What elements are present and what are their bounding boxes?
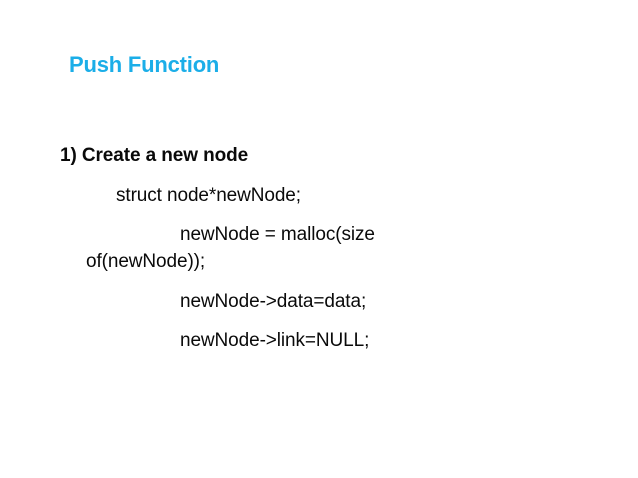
slide-body: 1) Create a new node struct node*newNode… <box>0 143 638 354</box>
code-line-malloc-part1: newNode = malloc(size <box>180 224 375 246</box>
code-line-malloc-part2: of(newNode)); <box>86 250 206 272</box>
code-line-assign-link: newNode->link=NULL; <box>180 330 370 352</box>
step-heading: 1) Create a new node <box>60 145 249 166</box>
page-title: Push Function <box>69 52 220 77</box>
code-line-assign-data: newNode->data=data; <box>180 290 367 312</box>
code-line-declaration: struct node*newNode; <box>116 184 301 206</box>
code-line-malloc: newNode = malloc(size of(newNode)); <box>0 208 480 274</box>
